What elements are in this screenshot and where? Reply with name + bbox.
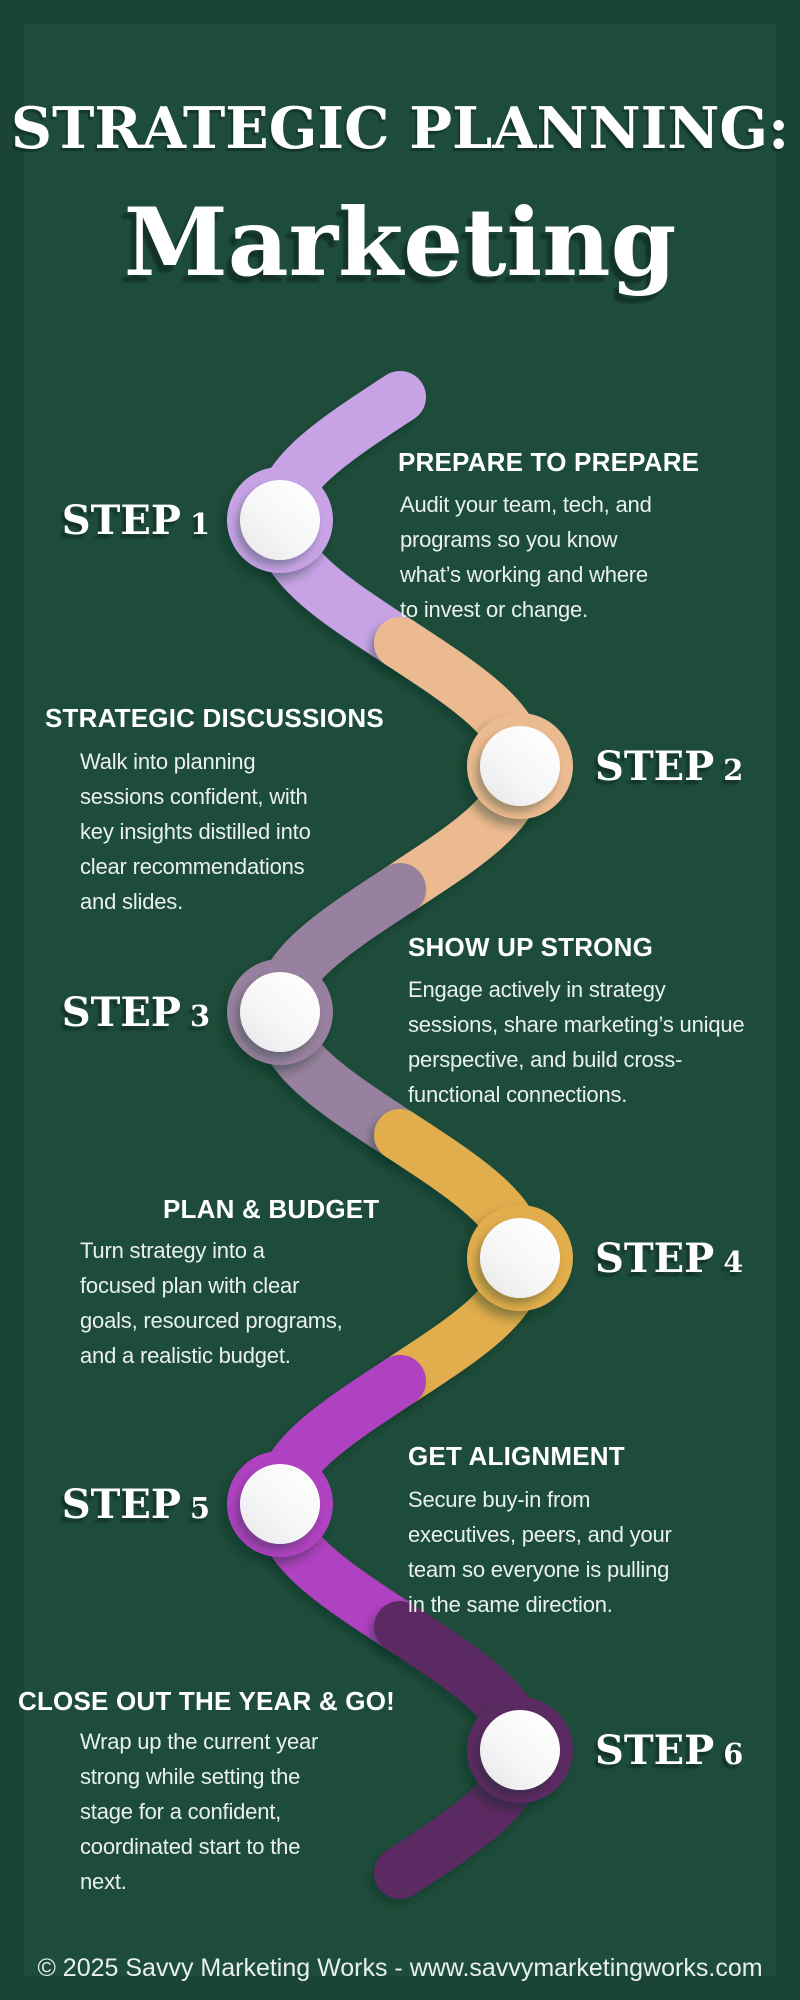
step-5-body: Secure buy-in from executives, peers, an… [408,1487,672,1617]
page-title-main: Marketing [123,188,677,298]
step-node-circle-3 [240,972,320,1052]
step-3-body: Engage actively in strategy sessions, sh… [408,977,745,1107]
step-node-circle-4 [480,1218,560,1298]
step-2-heading: STRATEGIC DISCUSSIONS [45,703,384,733]
footer-credit: © 2025 Savvy Marketing Works - www.savvy… [37,1954,763,1982]
step-2-body: Walk into planning sessions confident, w… [80,749,311,914]
page-title-top: STRATEGIC PLANNING: [10,95,790,162]
step-4-body: Turn strategy into a focused plan with c… [80,1238,343,1368]
step-5-heading: GET ALIGNMENT [408,1441,625,1471]
step-6-body: Wrap up the current year strong while se… [80,1729,319,1894]
step-node-circle-6 [480,1710,560,1790]
step-1-body: Audit your team, tech, and programs so y… [400,492,652,622]
step-node-circle-5 [240,1464,320,1544]
step-6-heading: CLOSE OUT THE YEAR & GO! [18,1686,396,1716]
step-3-heading: SHOW UP STRONG [408,932,654,962]
step-4-heading: PLAN & BUDGET [163,1194,380,1224]
step-node-circle-1 [240,480,320,560]
step-1-heading: PREPARE TO PREPARE [398,447,700,477]
step-node-circle-2 [480,726,560,806]
